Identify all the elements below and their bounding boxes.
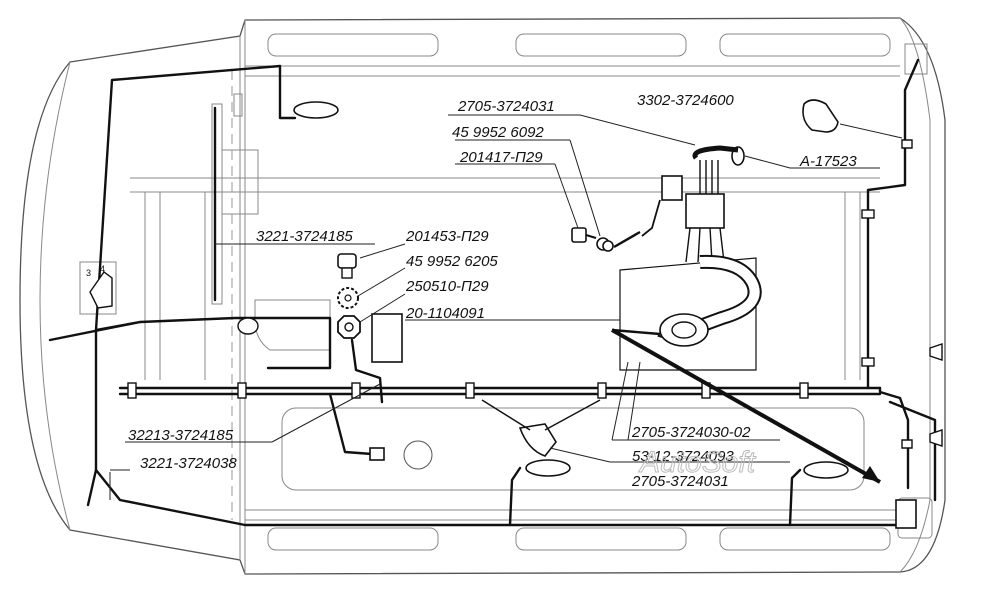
label-2705-3724031-top: 2705-3724031 xyxy=(457,98,555,115)
vehicle-body-outline xyxy=(19,17,946,575)
connector-pin-4: 4 xyxy=(100,264,105,274)
label-53-12-3724093: 53-12-3724093 xyxy=(632,448,734,465)
label-20-1104091: 20-1104091 xyxy=(405,305,485,322)
label-45-9952-6092: 45 9952 6092 xyxy=(452,124,544,141)
connector-pin-3: 3 xyxy=(86,268,91,278)
label-45-9952-6205: 45 9952 6205 xyxy=(406,253,498,270)
label-3302-3724600: 3302-3724600 xyxy=(637,92,734,109)
label-3221-3724038: 3221-3724038 xyxy=(140,455,237,472)
hardware-parts: 3 4 xyxy=(86,99,839,457)
label-3221-3724185: 3221-3724185 xyxy=(256,228,353,245)
label-32213-3724185: 32213-3724185 xyxy=(128,427,234,444)
main-harness xyxy=(48,58,943,529)
label-2705-3724030-02: 2705-3724030-02 xyxy=(631,424,751,441)
watermark: AutoSoft xyxy=(638,446,757,479)
label-250510-p29: 250510-П29 xyxy=(405,278,489,295)
leader-lines xyxy=(109,114,903,500)
label-201453-p29: 201453-П29 xyxy=(405,228,489,245)
label-a-17523: А-17523 xyxy=(799,153,857,170)
label-2705-3724031-bottom: 2705-3724031 xyxy=(631,473,729,490)
part-labels: 2705-3724031 3302-3724600 45 9952 6092 2… xyxy=(128,92,857,490)
label-201417-p29: 201417-П29 xyxy=(459,149,543,166)
